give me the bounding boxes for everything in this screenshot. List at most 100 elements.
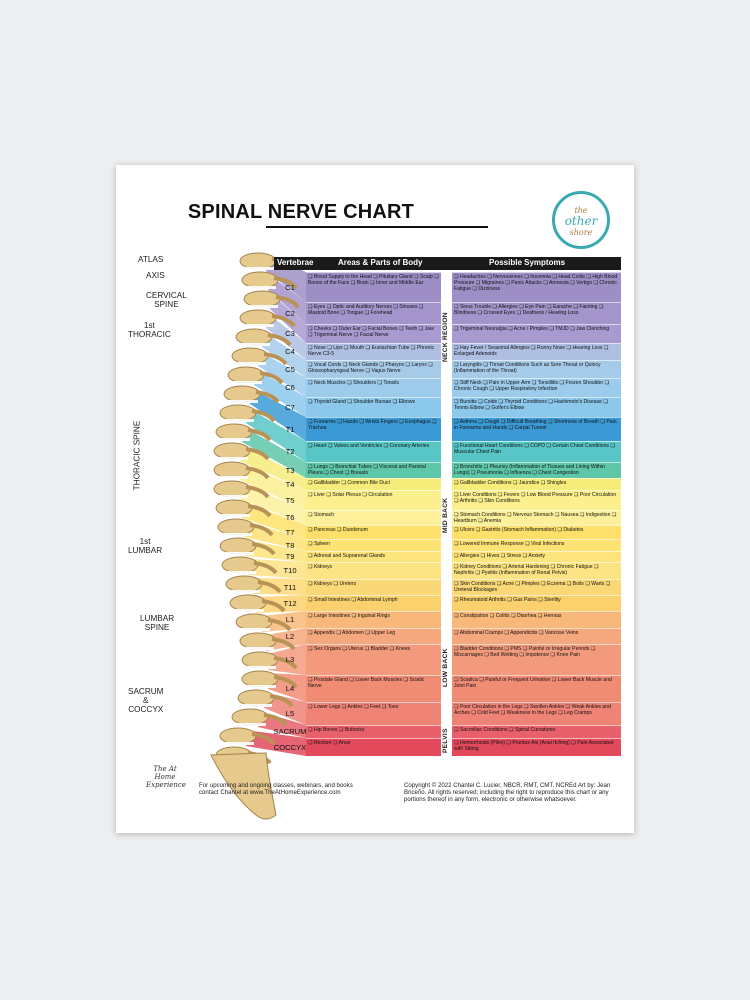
vertebra-label: T7: [285, 527, 295, 537]
spinal-disc: [232, 362, 266, 365]
spinous-process: [245, 447, 270, 461]
vertebra-label: COCCYX: [273, 742, 307, 752]
areas-cell: ❏ Vocal Cords ❏ Neck Glands ❏ Pharynx ❏ …: [306, 360, 441, 378]
the-other-shore-logo: the other shore: [552, 191, 610, 249]
vertebra-label: T6: [285, 513, 295, 522]
areas-cell: ❏ Rectum ❏ Anus: [306, 738, 441, 756]
symptoms-cell: ❏ Asthma ❏ Cough ❏ Difficult Breathing ❏…: [452, 417, 621, 441]
vertebra-body: [235, 613, 273, 631]
spinous-process: [247, 751, 272, 765]
spinal-disc: [216, 761, 250, 764]
vertebra-label: L1: [285, 615, 295, 624]
symptoms-cell: ❏ Stiff Neck ❏ Pain in Upper Arm ❏ Tonsi…: [452, 378, 621, 397]
table-row: C6❏ Neck Muscles ❏ Shoulders ❏ Tonsils❏ …: [285, 378, 621, 397]
region-mid-back: MID BACK: [442, 497, 449, 533]
symptoms-cell: ❏ Sacroiliac Conditions ❏ Spinal Curvatu…: [452, 725, 621, 738]
table-row: SACRUM❏ Hip Bones ❏ Buttocks❏ Sacroiliac…: [274, 725, 621, 738]
vertebra-label: T11: [283, 582, 297, 592]
spinal-disc: [240, 267, 274, 270]
symptoms-cell: ❏ Bronchitis ❏ Pleurisy (Inflammation of…: [452, 462, 621, 478]
areas-cell: ❏ Lower Legs ❏ Ankles ❏ Feet ❏ Toes: [306, 702, 441, 725]
symptoms-cell: ❏ Rheumatoid Arthritis ❏ Gas Pains ❏ Ste…: [452, 595, 621, 611]
symptoms-cell: ❏ Bursitis ❏ Colds ❏ Thyroid Conditions …: [452, 397, 621, 417]
areas-cell: ❏ Large Intestines ❏ Inguinal Rings: [306, 611, 441, 628]
vertebra-body: [239, 309, 277, 327]
spinal-disc: [220, 552, 254, 555]
vertebra-label: T8: [285, 540, 295, 550]
chart-poster: SPINAL NERVE CHART the other shore ATLAS…: [116, 165, 634, 833]
symptoms-cell: ❏ Sinus Trouble ❏ Allergies ❏ Eye Pain ❏…: [452, 302, 621, 324]
vertebra-body: [213, 480, 251, 498]
table-row: L3❏ Sex Organs ❏ Uterus ❏ Bladder ❏ Knee…: [286, 644, 621, 675]
symptoms-cell: ❏ Hemorrhoids (Piles) ❏ Pruritus Ani (An…: [452, 738, 621, 756]
vertebra-body: [219, 727, 257, 745]
vertebra-label: L3: [285, 655, 295, 664]
spinal-disc: [220, 419, 254, 422]
areas-cell: ❏ Thyroid Gland ❏ Shoulder Bursae ❏ Elbo…: [306, 397, 441, 417]
areas-cell: ❏ Nose ❏ Lips ❏ Mouth ❏ Eustachian Tube …: [306, 343, 441, 360]
vertebra-label: C6: [285, 383, 295, 392]
vertebra-label: L4: [285, 684, 295, 693]
spinous-process: [249, 523, 274, 537]
spinal-disc: [240, 324, 274, 327]
spinal-disc: [232, 723, 266, 726]
table-row: C4 ❏ Nose ❏ Lips ❏ Mouth ❏ Eustachian Tub…: [285, 343, 621, 360]
chart-title: SPINAL NERVE CHART: [187, 201, 415, 223]
table-row: T6❏ Stomach❏ Stomach Conditions ❏ Nervou…: [286, 510, 621, 525]
areas-cell: ❏ Gallbladder ❏ Common Bile Duct: [306, 478, 441, 490]
vertebra-body: [213, 442, 251, 460]
vertebra-label: C7: [285, 402, 295, 412]
symptoms-cell: ❏ Lowered Immune Response ❏ Viral Infect…: [452, 539, 621, 551]
areas-cell: ❏ Liver ❏ Solar Plexus ❏ Circulation: [306, 490, 441, 510]
symptoms-cell: ❏ Hay Fever / Seasonal Allergies ❏ Runny…: [452, 343, 621, 360]
spinal-disc: [244, 305, 278, 308]
vertebra-label: L2: [285, 631, 295, 641]
table-row: L5❏ Lower Legs ❏ Ankles ❏ Feet ❏ Toes❏ P…: [286, 702, 621, 725]
spinal-disc: [214, 476, 248, 479]
symptoms-cell: ❏ Abdominal Cramps ❏ Appendicitis ❏ Vari…: [452, 628, 621, 644]
spinous-process: [253, 561, 278, 575]
table-row: T1 ❏ Forearms ❏ Hands ❏ Wrists Fingers ❏ …: [286, 417, 621, 441]
header-areas: Areas & Parts of Body: [338, 258, 423, 267]
areas-cell: ❏ Lungs ❏ Bronchial Tubes ❏ Visceral and…: [306, 462, 441, 478]
vertebra-body: [215, 423, 253, 441]
spinous-process: [245, 466, 270, 480]
vertebra-label: T2: [285, 447, 295, 456]
vertebra-label: C2: [285, 308, 295, 318]
label-first-lumbar: 1st LUMBAR: [128, 537, 163, 555]
areas-cell: ❏ Stomach: [306, 510, 441, 525]
symptoms-cell: ❏ Allergies ❏ Hives ❏ Stress ❏ Anxiety: [452, 551, 621, 562]
vertebra-label: T1: [285, 424, 295, 434]
table-row: L1❏ Large Intestines ❏ Inguinal Rings❏ C…: [286, 611, 621, 628]
spinal-disc: [218, 533, 252, 536]
spinous-process: [247, 428, 272, 442]
areas-cell: ❏ Cheeks ❏ Outer Ear ❏ Facial Bones ❏ Te…: [306, 324, 441, 343]
label-thoracic-spine: THORACIC SPINE: [132, 420, 142, 491]
label-atlas: ATLAS: [138, 255, 164, 264]
vertebra-label: T10: [283, 566, 297, 575]
vertebra-label: C3: [285, 329, 295, 338]
spinal-disc: [230, 609, 264, 612]
spinal-disc: [216, 438, 250, 441]
vertebra-body: [225, 575, 263, 593]
symptoms-cell: ❏ Sciatica ❏ Painful or Frequent Urinati…: [452, 675, 621, 702]
areas-cell: ❏ Forearms ❏ Hands ❏ Wrists Fingers ❏ Es…: [306, 417, 441, 441]
table-row: C2❏ Eyes ❏ Optic and Auditory Nerves ❏ S…: [285, 302, 621, 324]
symptoms-cell: ❏ Ulcers ❏ Gastritis (Stomach Inflammati…: [452, 525, 621, 539]
spinous-process: [251, 409, 276, 423]
vertebra-label: C4: [285, 347, 295, 356]
vertebra-label: C5: [285, 364, 295, 374]
table-row: T8❏ Spleen❏ Lowered Immune Response ❏ Vi…: [286, 539, 621, 551]
spinal-disc: [214, 457, 248, 460]
table-row: T2❏ Heart ❏ Valves and Ventricles ❏ Coro…: [286, 441, 621, 462]
vertebra-body: [219, 537, 257, 555]
spinal-disc: [240, 647, 274, 650]
vertebra-body: [241, 670, 279, 688]
table-row: T10❏ Kidneys❏ Kidney Conditions ❏ Arteri…: [283, 562, 621, 579]
vertebra-label: T5: [285, 495, 295, 505]
footer-copyright: Copyright © 2022 Chantel C. Lucier, NBCR…: [404, 782, 611, 803]
vertebra-body: [219, 404, 257, 422]
signature-logo: The At Home Experience: [146, 765, 186, 789]
footer-contact: For upcoming and ongoing classes, webina…: [199, 782, 353, 796]
spinal-disc: [236, 343, 270, 346]
